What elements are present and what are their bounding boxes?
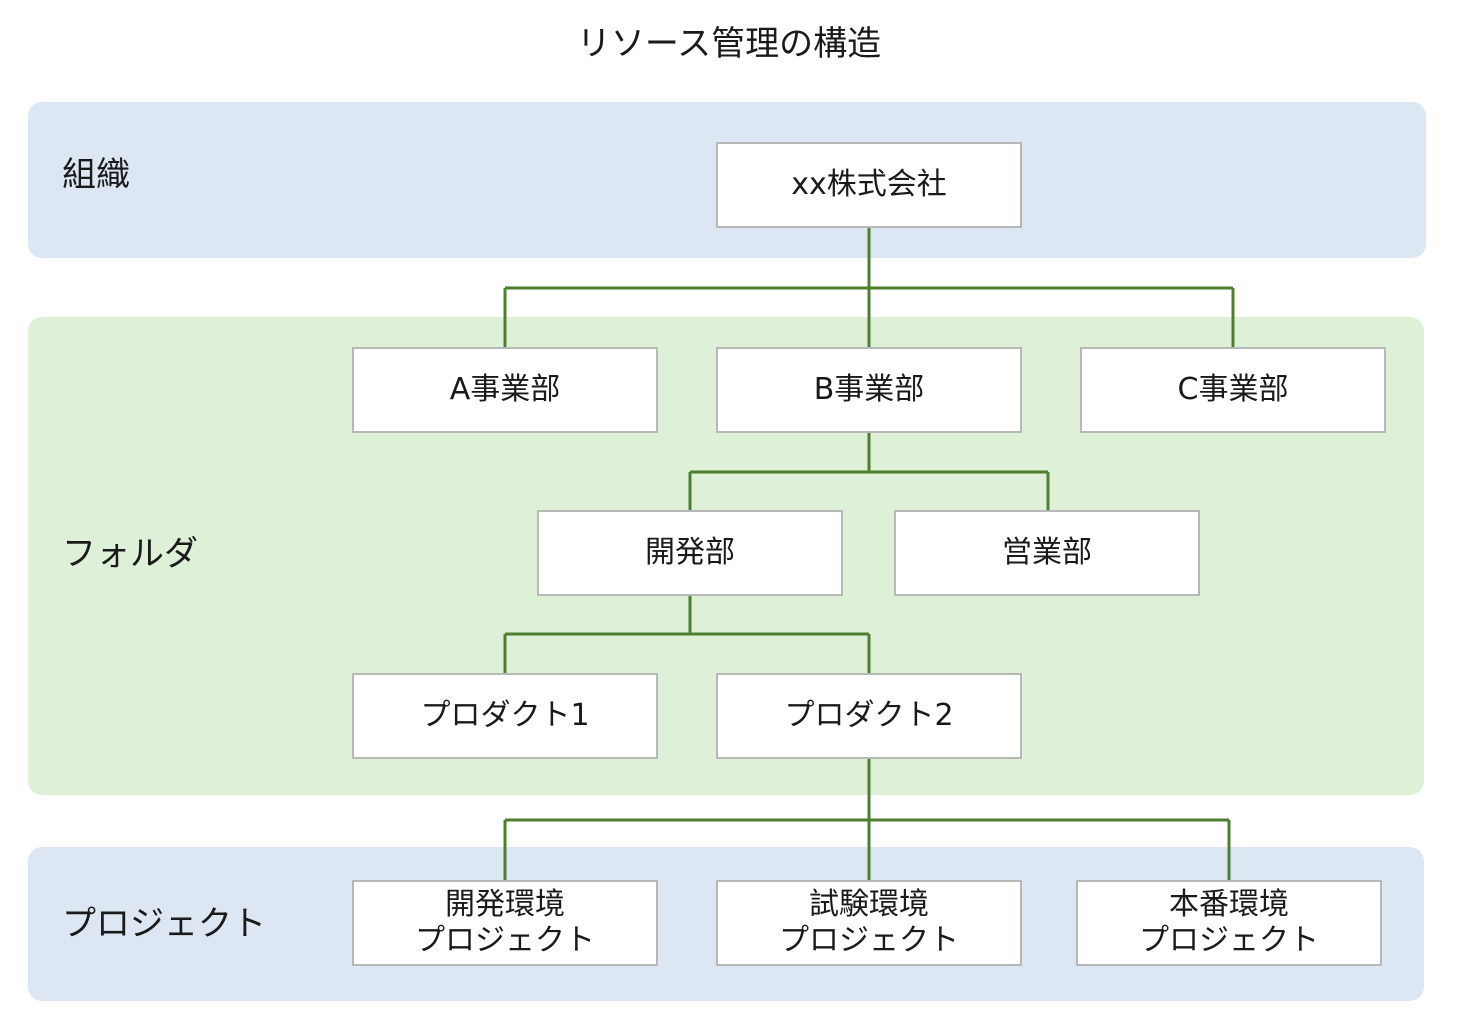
node-division-c: C事業部 [1080,347,1386,433]
node-product2: プロダクト2 [716,673,1022,759]
node-company: xx株式会社 [716,142,1022,228]
project-layer-label: プロジェクト [62,904,266,944]
node-test-env-line1: 試験環境 [809,887,929,922]
connector-division-b-departments [688,433,1050,511]
node-division-a-label: A事業部 [449,372,561,407]
node-dev-env-line1: 開発環境 [445,887,565,922]
node-product1-label: プロダクト1 [420,698,590,733]
node-product1: プロダクト1 [352,673,658,759]
node-test-env-line2: プロジェクト [779,923,959,958]
node-prod-env-line2: プロジェクト [1139,923,1319,958]
node-product2-label: プロダクト2 [784,698,954,733]
node-dev-env-project: 開発環境 プロジェクト [352,880,658,966]
node-test-env-project: 試験環境 プロジェクト [716,880,1022,966]
folder-layer-label: フォルダ [62,534,198,574]
connector-company-divisions [503,228,1235,348]
node-dev-dept: 開発部 [537,510,843,596]
node-sales-dept: 営業部 [894,510,1200,596]
connector-product2-projects [503,758,1231,881]
node-prod-env-line1: 本番環境 [1169,887,1289,922]
node-division-b: B事業部 [716,347,1022,433]
node-division-a: A事業部 [352,347,658,433]
node-company-label: xx株式会社 [791,167,947,202]
node-prod-env-project: 本番環境 プロジェクト [1076,880,1382,966]
node-dev-env-line2: プロジェクト [415,923,595,958]
node-division-b-label: B事業部 [813,372,925,407]
node-dev-dept-label: 開発部 [645,535,735,570]
node-sales-dept-label: 営業部 [1002,535,1092,570]
node-division-c-label: C事業部 [1177,372,1289,407]
organization-layer-label: 組織 [62,155,130,195]
diagram-title: リソース管理の構造 [576,24,882,64]
connector-dev-dept-products [503,596,871,674]
